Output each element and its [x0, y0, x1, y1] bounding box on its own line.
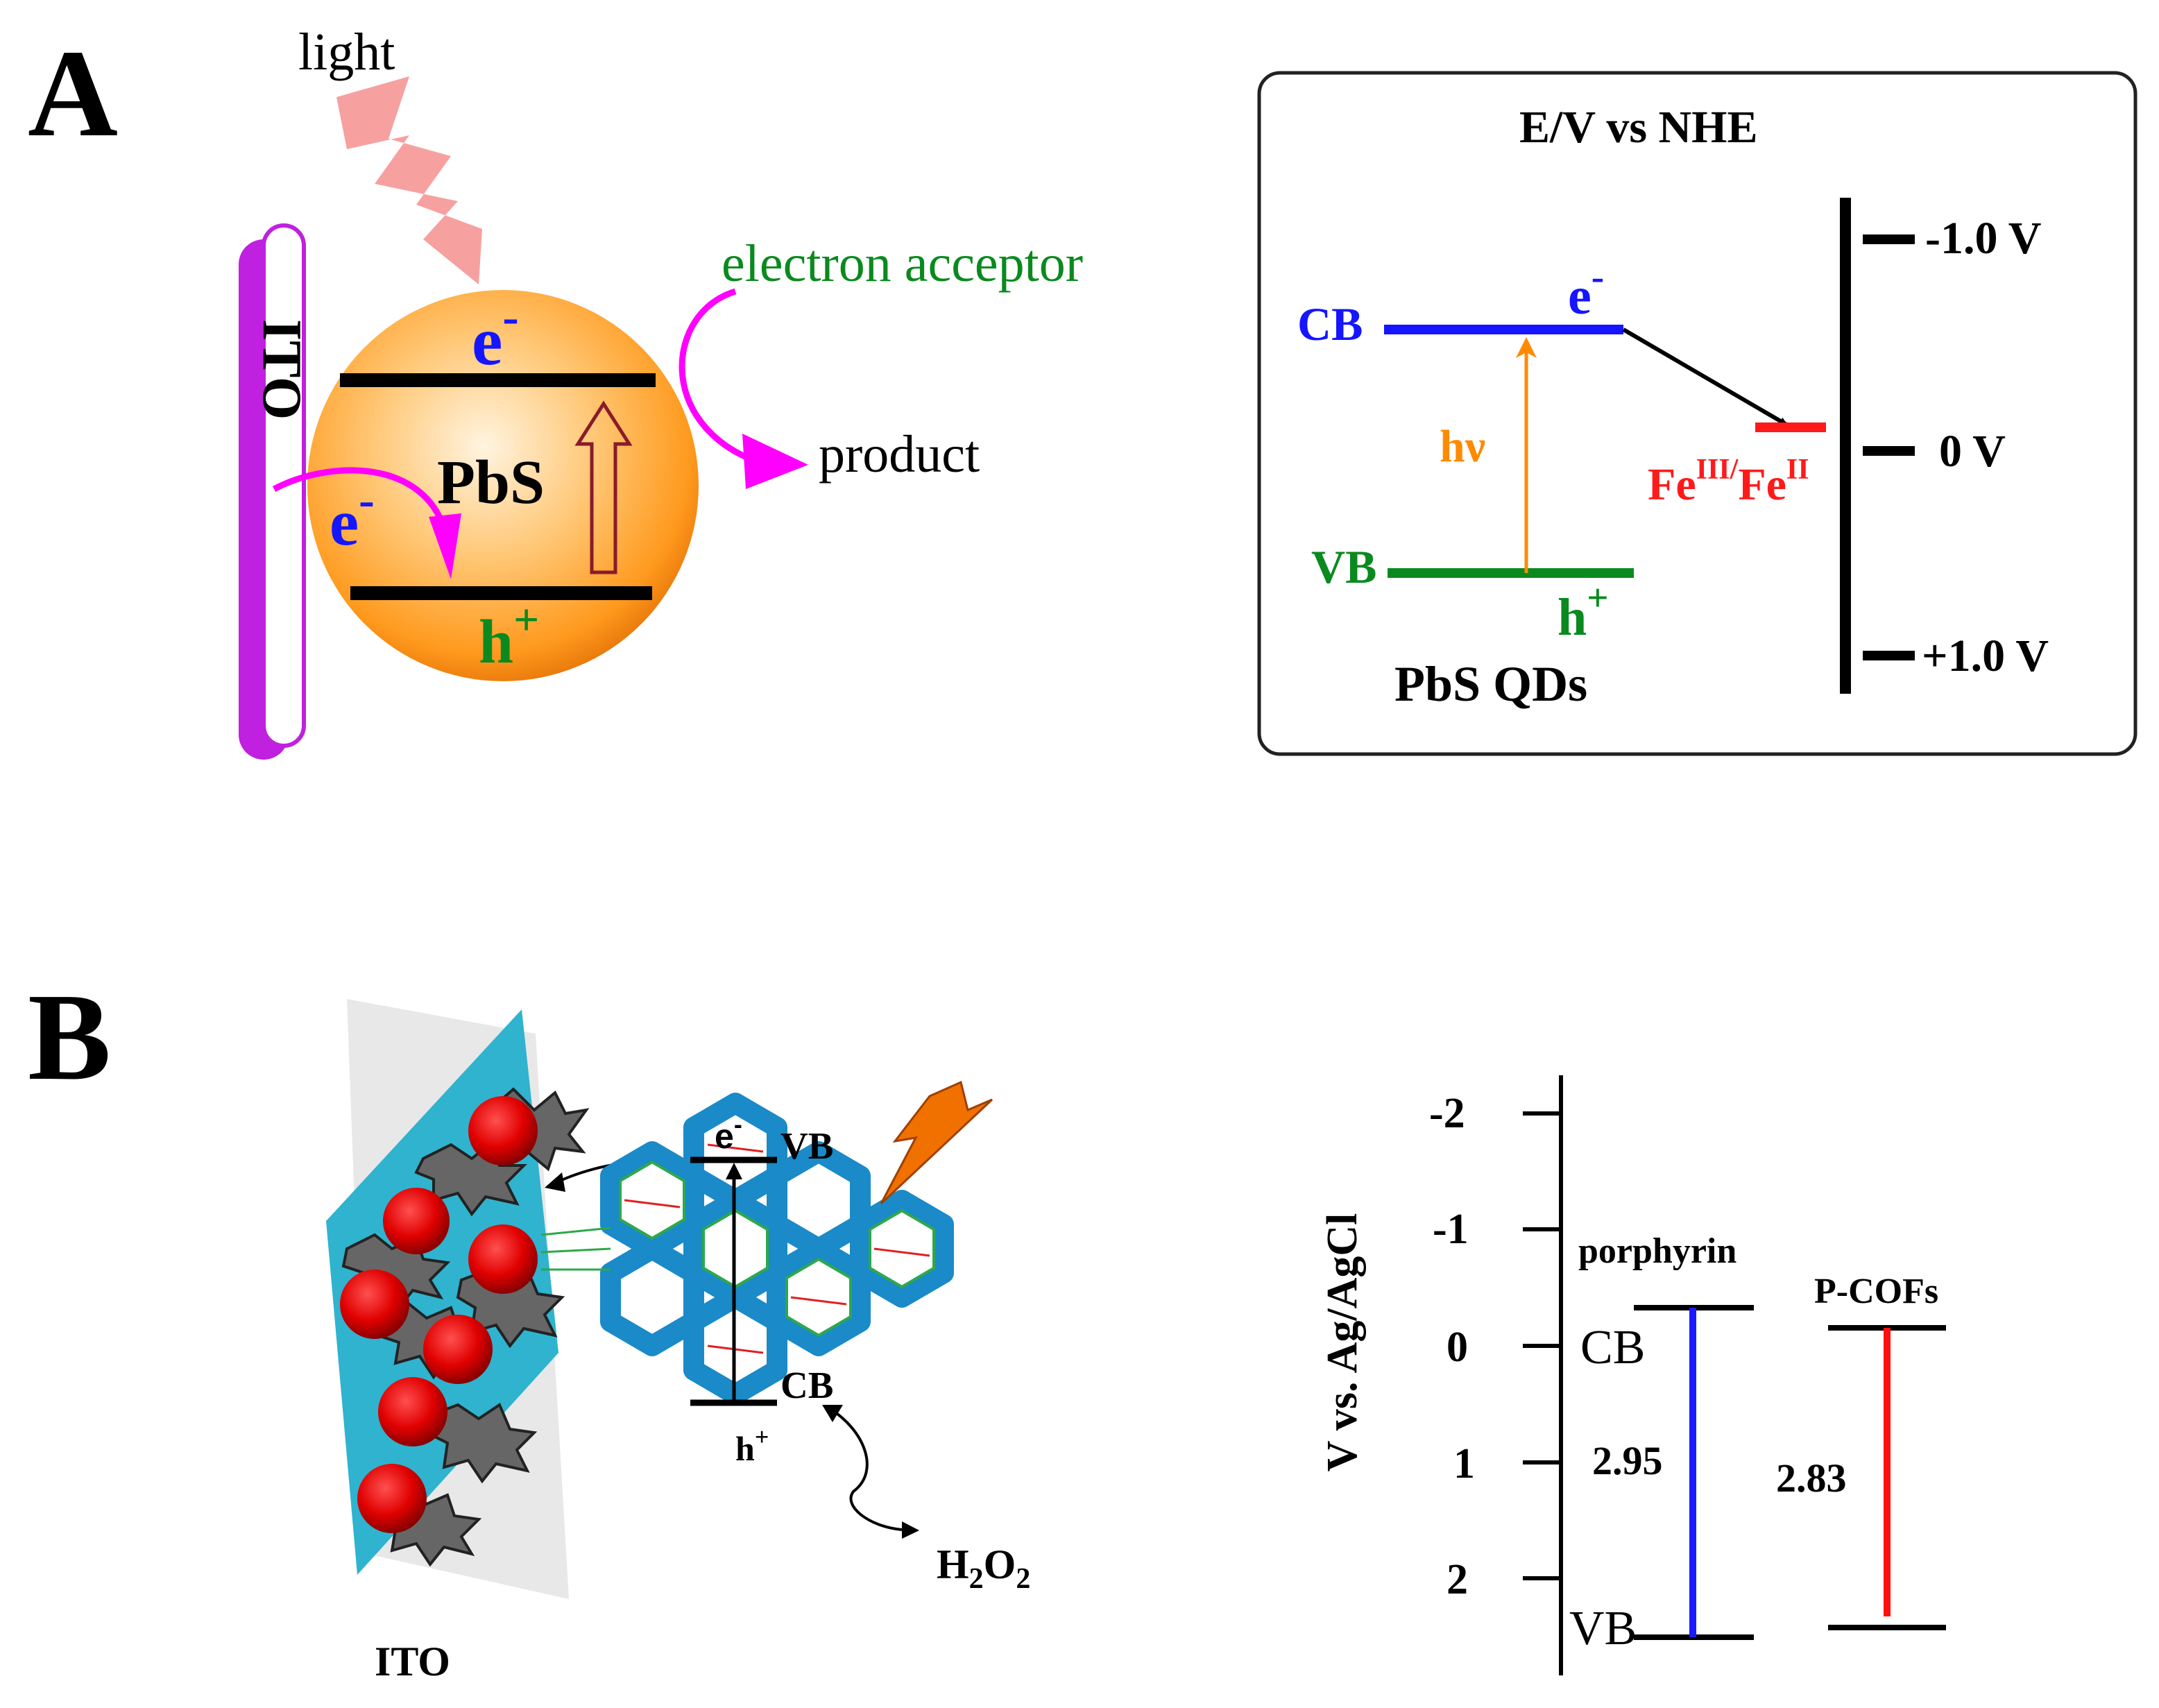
- pbs-label: PbS: [437, 448, 545, 517]
- cof-linker-right-down: [785, 1257, 852, 1338]
- cb-electron-label: e-: [1568, 255, 1604, 325]
- electron-transfer-arrow: [1622, 327, 1788, 427]
- ytick-label-neg2: -2: [1429, 1090, 1465, 1137]
- cof-hole-label: h+: [735, 1423, 769, 1468]
- sphere-electron-label-2: e-: [330, 473, 375, 559]
- red-sphere-1: [468, 1096, 538, 1165]
- band-chart-ylabel: V vs. Ag/AgCl: [1319, 1213, 1366, 1472]
- h2o2-label: H2O2: [937, 1542, 1030, 1595]
- energy-level-box: E/V vs NHE CB e- VB h+ hν FeIII/FeII PbS…: [1257, 71, 2137, 756]
- porphyrin-label: porphyrin: [1578, 1231, 1736, 1271]
- pbs-sphere: [307, 290, 699, 681]
- pbs-qds-label: PbS QDs: [1394, 656, 1587, 712]
- ytick-label-neg1: -1: [1433, 1206, 1469, 1253]
- cof-linker-left-up: [619, 1160, 685, 1240]
- light-bolt-icon: [336, 76, 482, 284]
- h2o2-curved-arrow: [828, 1407, 903, 1531]
- electron-injection-arrowhead: [429, 513, 461, 579]
- excitation-up-arrow: [574, 400, 633, 574]
- band-chart-cb-label: CB: [1580, 1321, 1645, 1374]
- cof-bond-3: [790, 1296, 847, 1306]
- sphere-electron-label: e-: [472, 291, 519, 379]
- red-sphere-7: [357, 1464, 427, 1533]
- cb-label: CB: [1297, 298, 1363, 350]
- vb-hole-label: h+: [1558, 577, 1609, 647]
- product-label: product: [819, 425, 980, 484]
- electron-injection-arrow: [272, 467, 446, 525]
- pcofs-label: P-COFs: [1814, 1272, 1938, 1311]
- energy-box-frame: [1257, 71, 2137, 756]
- cof-hex-left-down: [600, 1238, 704, 1356]
- cof-excitation-arrowhead: [726, 1163, 742, 1179]
- cof-bond-5: [873, 1247, 930, 1257]
- ytick-label-0: 0: [1447, 1324, 1468, 1371]
- charge-transfer-arrowhead: [545, 1172, 565, 1192]
- cof-hex-right-down: [767, 1238, 871, 1356]
- tick-0-label: 0 V: [1939, 426, 2006, 477]
- cof-hex-far-right: [850, 1190, 954, 1308]
- light-bolt-orange-icon: [880, 1080, 993, 1205]
- cof-bond-1: [707, 1143, 764, 1153]
- hv-label: hν: [1440, 421, 1485, 472]
- red-sphere-4: [340, 1270, 409, 1339]
- cof-framework: [600, 1093, 954, 1405]
- red-sphere-6: [378, 1377, 447, 1446]
- red-sphere-2: [383, 1188, 450, 1254]
- porphyrin-gap-label: 2.95: [1592, 1438, 1663, 1483]
- sphere-hole-label: h+: [479, 595, 539, 676]
- ito-plate-label: ITO: [375, 1639, 450, 1684]
- band-chart: -2 -1 0 1 2 V vs. Ag/AgCl porphyrin 2.95…: [1319, 1075, 1946, 1675]
- cof-linker-far-right: [869, 1209, 935, 1289]
- anchor-strand-1: [540, 1227, 611, 1236]
- pcofs-gap-label: 2.83: [1776, 1455, 1847, 1501]
- ito-electrode-label: ITO: [251, 319, 312, 420]
- light-label: light: [298, 23, 395, 81]
- panel-b: B: [28, 968, 1946, 1684]
- cof-bond-2: [624, 1199, 681, 1209]
- cof-linkers: [619, 1160, 935, 1338]
- electron-acceptor-label: electron acceptor: [722, 234, 1083, 293]
- tick-pos1-label: +1.0 V: [1922, 631, 2049, 681]
- acceptor-arrowhead: [742, 434, 808, 489]
- red-sphere-5: [423, 1315, 493, 1384]
- anchor-strand-2: [540, 1247, 611, 1254]
- tick-neg1-label: -1.0 V: [1925, 213, 2041, 264]
- red-sphere-3: [468, 1224, 538, 1294]
- starburst-6: [425, 1403, 538, 1484]
- cof-cb-label: CB: [780, 1364, 833, 1406]
- h2o2-arrowhead-top: [822, 1405, 843, 1422]
- ytick-label-2: 2: [1447, 1556, 1468, 1603]
- cof-anchor-strands: [540, 1227, 611, 1271]
- vb-label: VB: [1311, 540, 1376, 593]
- panel-b-label: B: [28, 968, 111, 1106]
- panel-a: A light ITO e- PbS h+ e- electron accept…: [28, 23, 2137, 760]
- cof-vb-label: VB: [780, 1125, 833, 1167]
- h2o2-arrowhead-bottom: [902, 1521, 919, 1539]
- acceptor-arrow: [679, 288, 758, 465]
- cof-electron-label: e-: [715, 1110, 742, 1156]
- fe-redox-label: FeIII/FeII: [1648, 454, 1809, 510]
- ytick-label-1: 1: [1453, 1440, 1475, 1487]
- band-chart-vb-label: VB: [1569, 1602, 1637, 1655]
- cof-hex-left-up: [600, 1141, 704, 1259]
- red-sphere-group: [340, 1096, 538, 1533]
- panel-a-label: A: [28, 24, 118, 162]
- energy-box-title: E/V vs NHE: [1519, 102, 1758, 153]
